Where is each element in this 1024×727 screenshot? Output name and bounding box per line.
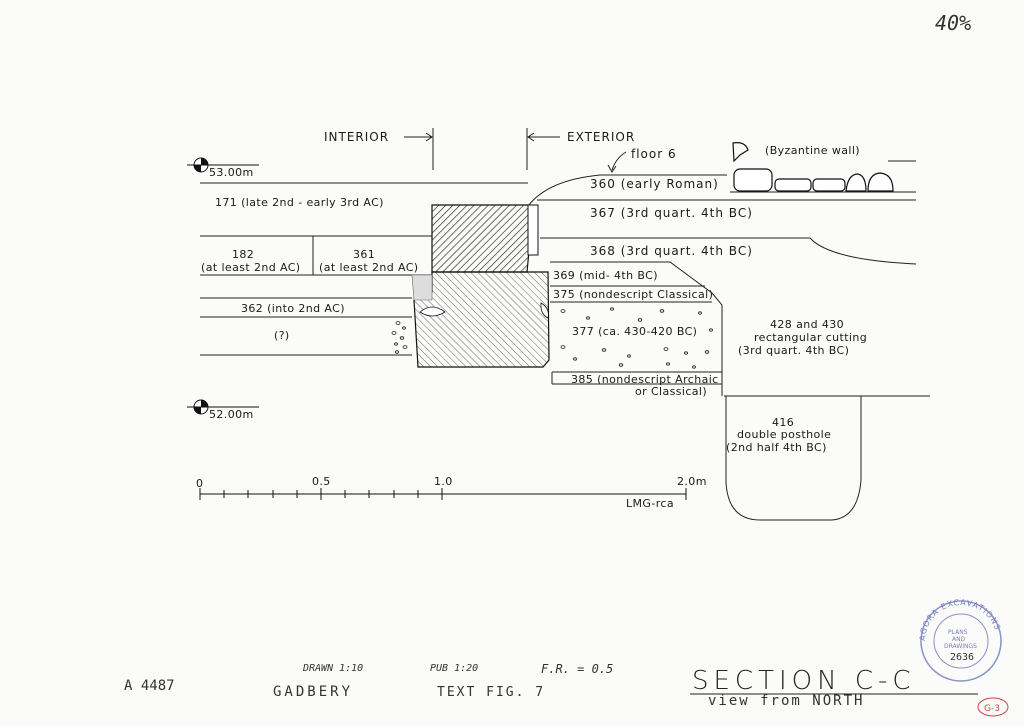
wall-cutout: [419, 306, 446, 317]
datum-upper: [187, 157, 259, 173]
wall-lower-block: [413, 271, 550, 368]
layer-182-number: 182: [232, 248, 254, 261]
byzantine-wall-label: (Byzantine wall): [765, 144, 860, 157]
scale-tick-05: 0.5: [312, 475, 331, 488]
layer-360: 360 (early Roman): [590, 177, 719, 191]
byzantine-wall: [732, 142, 894, 192]
layer-367: 367 (3rd quart. 4th BC): [590, 206, 753, 220]
layer-385-line2: or Classical): [635, 385, 707, 398]
drafter-credit: LMG-rca: [626, 497, 674, 510]
layer-416-date: (2nd half 4th BC): [726, 441, 827, 454]
corner-mark: 40%: [935, 11, 971, 35]
pebbles-left: [391, 321, 408, 354]
scale-tick-20: 2.0m: [677, 475, 707, 488]
exterior-label: EXTERIOR: [567, 130, 635, 144]
stamp-number: 2636: [950, 652, 974, 663]
layer-362: 362 (into 2nd AC): [241, 302, 345, 315]
layer-361-number: 361: [353, 248, 375, 261]
layer-182-date: (at least 2nd AC): [201, 261, 301, 274]
interior-arrowhead: [425, 132, 433, 142]
scale-tick-0: 0: [196, 477, 203, 490]
section-title: SECTION C-C: [692, 666, 916, 696]
wall-upper-block: [431, 204, 532, 273]
sheet-number: G-3: [984, 704, 1000, 714]
stamp-line2: AND: [952, 636, 966, 643]
layer-377: 377 (ca. 430-420 BC): [572, 325, 697, 338]
scale-bar: [199, 488, 687, 500]
agora-stamp: AGORA EXCAVATIONS PLANS AND DRAWINGS 263…: [918, 598, 1002, 682]
layer-369: 369 (mid- 4th BC): [553, 269, 658, 282]
datum-upper-label: 53.00m: [209, 166, 254, 179]
stamp-line3: DRAWINGS: [944, 643, 977, 650]
layer-428-date: (3rd quart. 4th BC): [738, 344, 849, 357]
strata-lines: [200, 160, 930, 521]
figure-label: TEXT FIG. 7: [437, 685, 545, 700]
layer-unknown: (?): [274, 329, 290, 342]
scale-tick-10: 1.0: [434, 475, 453, 488]
sheet-number-oval: [977, 697, 1009, 717]
layer-171: 171 (late 2nd - early 3rd AC): [215, 196, 384, 209]
stamp-line1: PLANS: [948, 629, 968, 636]
wall-stipple: [411, 274, 433, 301]
author-name: GADBERY: [273, 684, 353, 700]
datum-lower: [187, 399, 259, 415]
layer-416-number: 416: [772, 416, 794, 429]
section-subtitle: view from NORTH: [708, 693, 864, 709]
catalog-number: A 4487: [124, 678, 175, 694]
wall-cutout-right: [540, 302, 549, 319]
datum-lower-label: 52.00m: [209, 408, 254, 421]
floor-6-arrowhead: [607, 164, 617, 173]
exterior-arrowhead: [527, 132, 535, 142]
drawn-scale: DRAWN 1:10: [302, 663, 363, 674]
wall-joint: [527, 204, 539, 256]
layer-428-number: 428 and 430: [770, 318, 844, 331]
layer-428-desc: rectangular cutting: [754, 331, 867, 344]
layer-361-date: (at least 2nd AC): [319, 261, 419, 274]
interior-label: INTERIOR: [324, 130, 389, 144]
pub-scale: PUB 1:20: [430, 663, 478, 674]
floor-6-leader: [611, 151, 627, 171]
pebbles-377: [560, 307, 713, 369]
layer-368: 368 (3rd quart. 4th BC): [590, 244, 753, 258]
layer-385-line1: 385 (nondescript Archaic: [571, 373, 719, 386]
fr-ratio: F.R. = 0.5: [541, 662, 613, 676]
layer-375: 375 (nondescript Classical): [553, 288, 713, 301]
layer-416-desc: double posthole: [737, 428, 831, 441]
floor-6-label: floor 6: [631, 147, 677, 161]
